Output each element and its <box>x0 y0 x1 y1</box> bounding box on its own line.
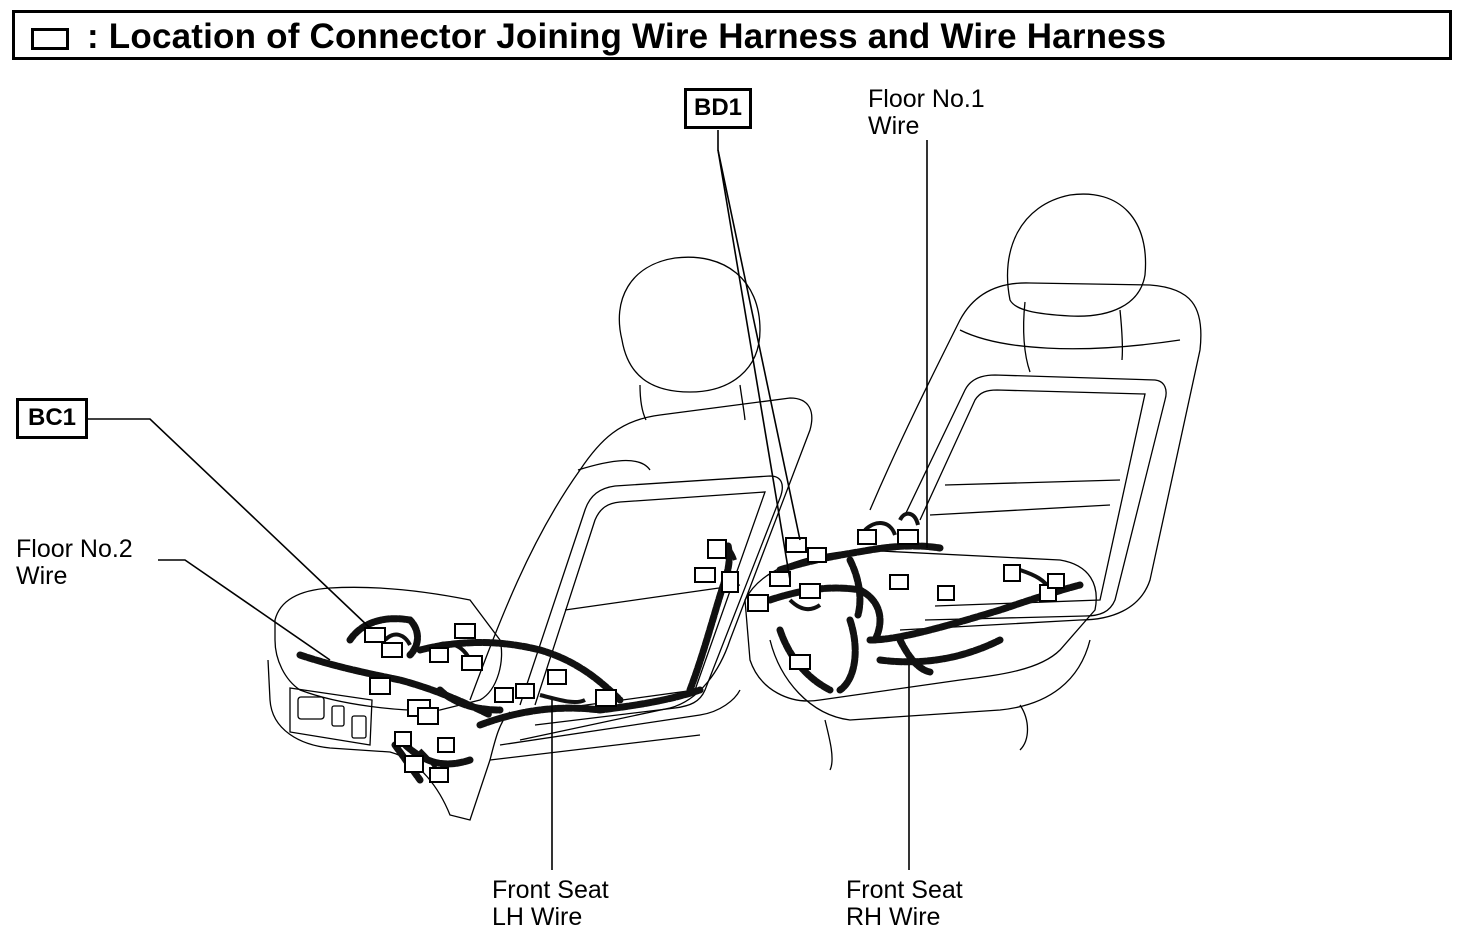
floor-no1-wire-line2: Wire <box>868 112 920 140</box>
leader-lines <box>88 130 928 870</box>
right-seat-drawing <box>744 193 1202 771</box>
floor-no1-wire-label: Floor No.1 Wire <box>868 86 985 140</box>
floor-no2-wire-line1: Floor No.2 <box>16 535 133 563</box>
front-seat-rh-wire-line1: Front Seat <box>846 876 963 904</box>
front-seat-lh-wire-label: Front Seat LH Wire <box>492 877 609 931</box>
bd1-connector-label: BD1 <box>684 88 752 129</box>
front-seat-lh-wire-line1: Front Seat <box>492 876 609 904</box>
bc1-connector-label: BC1 <box>16 398 88 439</box>
floor-no2-wire-line2: Wire <box>16 562 68 590</box>
front-seat-rh-wire-label: Front Seat RH Wire <box>846 877 963 931</box>
connector-box-icon <box>31 28 69 50</box>
page-title: : Location of Connector Joining Wire Har… <box>87 17 1167 56</box>
harness-right-seat <box>747 511 1084 694</box>
harness-left-seat <box>296 539 739 784</box>
title-bar: : Location of Connector Joining Wire Har… <box>12 10 1452 60</box>
front-seat-rh-wire-line2: RH Wire <box>846 903 941 931</box>
front-seat-lh-wire-line2: LH Wire <box>492 903 583 931</box>
floor-no2-wire-label: Floor No.2 Wire <box>16 536 133 590</box>
left-seat-drawing <box>267 256 813 821</box>
floor-no1-wire-line1: Floor No.1 <box>868 85 985 113</box>
